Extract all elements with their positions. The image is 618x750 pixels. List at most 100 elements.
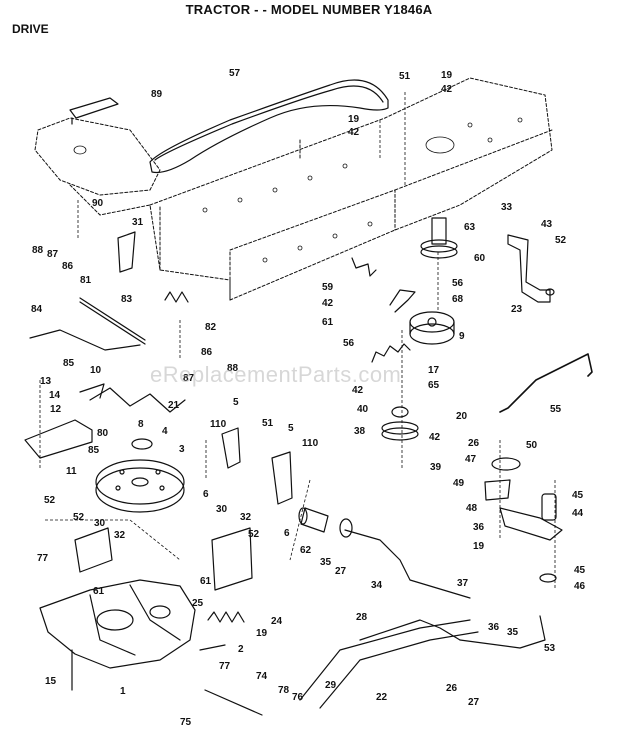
callout: 51 <box>262 418 274 429</box>
callout: 88 <box>227 363 239 374</box>
rod-34 <box>344 529 471 599</box>
rod-8 <box>89 387 186 413</box>
callout: 23 <box>511 304 523 315</box>
callout: 44 <box>572 508 584 519</box>
callout: 26 <box>446 683 458 694</box>
callout: 57 <box>229 68 241 79</box>
callout: 43 <box>541 219 553 230</box>
callout: 40 <box>357 404 369 415</box>
callout: 61 <box>93 586 105 597</box>
bracket-23 <box>507 234 551 303</box>
callout: 78 <box>278 685 290 696</box>
callout: 4 <box>162 426 168 437</box>
callout: 63 <box>464 222 476 233</box>
callout: 9 <box>459 331 465 342</box>
callout: 35 <box>507 627 519 638</box>
callout: 110 <box>210 419 227 430</box>
callout: 56 <box>452 278 464 289</box>
rod-22 <box>299 619 471 701</box>
callout: 19 <box>473 541 485 552</box>
callout: 8 <box>138 419 144 430</box>
callout: 10 <box>90 365 102 376</box>
transaxle-1 <box>39 579 196 669</box>
callout: 50 <box>526 440 538 451</box>
callout: 68 <box>452 294 464 305</box>
callout: 62 <box>300 545 312 556</box>
callout: 32 <box>114 530 126 541</box>
callout: 53 <box>544 643 556 654</box>
callout: 35 <box>320 557 332 568</box>
callout: 77 <box>37 553 49 564</box>
callout: 33 <box>501 202 513 213</box>
callout: 13 <box>40 376 52 387</box>
callout: 19 <box>441 70 453 81</box>
callout: 26 <box>468 438 480 449</box>
section-label: DRIVE <box>12 22 49 36</box>
rod-84 <box>29 329 141 351</box>
callout: 110 <box>302 438 319 449</box>
washer-4 <box>131 438 153 450</box>
washer-36 <box>339 518 353 538</box>
callout: 15 <box>45 676 57 687</box>
callout: 86 <box>62 261 74 272</box>
bracket-5a <box>221 427 241 469</box>
callout: 27 <box>335 566 347 577</box>
clutch-9 <box>409 311 455 345</box>
frame-holes <box>73 117 523 263</box>
watermark: eReplacementParts.com <box>150 362 402 387</box>
callout: 5 <box>233 397 239 408</box>
callout: 83 <box>121 294 133 305</box>
rod-75 <box>204 689 263 716</box>
shield-31 <box>117 231 136 273</box>
callout: 47 <box>465 454 477 465</box>
callout: 49 <box>453 478 465 489</box>
callout: 55 <box>550 404 562 415</box>
callout: 42 <box>352 385 364 396</box>
callout: 19 <box>348 114 360 125</box>
callout: 77 <box>219 661 231 672</box>
callout: 42 <box>322 298 334 309</box>
callout: 42 <box>429 432 441 443</box>
callout: 87 <box>47 249 59 260</box>
pulley-3 <box>95 459 185 513</box>
callout: 6 <box>284 528 290 539</box>
callout: 86 <box>201 347 213 358</box>
callout: 81 <box>80 275 92 286</box>
callout: 42 <box>441 84 453 95</box>
frame <box>34 77 553 301</box>
callout: 56 <box>343 338 355 349</box>
pulley-63 <box>420 217 458 259</box>
callout: 52 <box>44 495 56 506</box>
callout: 34 <box>371 580 383 591</box>
callout: 80 <box>97 428 109 439</box>
rod-28 <box>359 619 461 641</box>
callout: 30 <box>94 518 106 529</box>
callout: 89 <box>151 89 163 100</box>
spring-55 <box>499 353 593 413</box>
callout: 60 <box>474 253 486 264</box>
bracket-48 <box>499 507 563 541</box>
callout: 14 <box>49 390 61 401</box>
callout: 2 <box>238 644 244 655</box>
callout: 27 <box>468 697 480 708</box>
callout: 22 <box>376 692 388 703</box>
callout: 30 <box>216 504 228 515</box>
callout: 82 <box>205 322 217 333</box>
callout: 17 <box>428 365 440 376</box>
callout: 24 <box>271 616 283 627</box>
rod-10 <box>79 383 105 399</box>
callout: 52 <box>555 235 567 246</box>
callout: 61 <box>200 576 212 587</box>
callout: 11 <box>66 466 77 477</box>
rod-2 <box>199 644 226 651</box>
bracket-68 <box>389 289 416 313</box>
callout: 52 <box>73 512 85 523</box>
callout: 37 <box>457 578 469 589</box>
callout: 32 <box>240 512 252 523</box>
plate-30b <box>211 527 253 591</box>
bushing-44 <box>541 493 557 521</box>
callout: 31 <box>132 217 144 228</box>
callout: 90 <box>92 198 104 209</box>
bracket-65 <box>371 343 411 363</box>
